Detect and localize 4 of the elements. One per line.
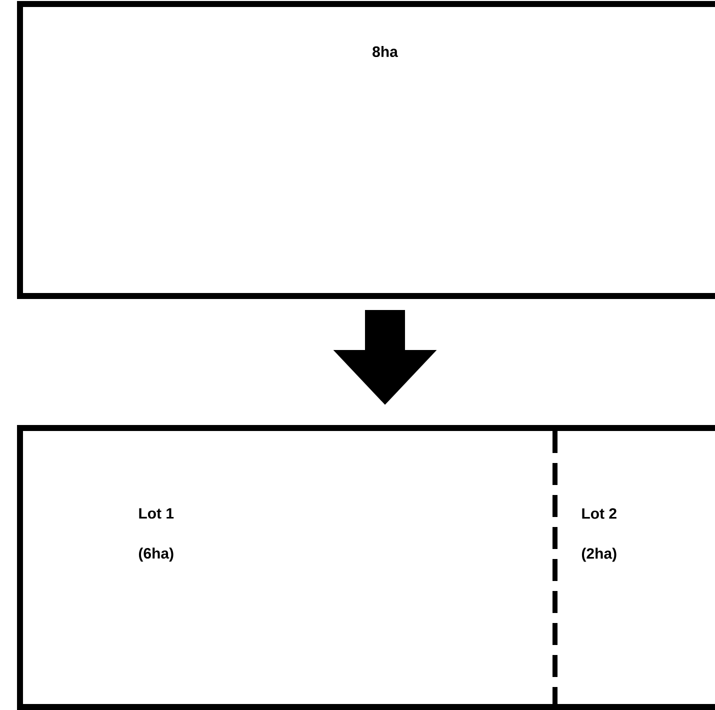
lot-label: Lot 1 (6ha) — [138, 508, 174, 562]
divided-parcel-box — [17, 425, 715, 710]
parcel-box: 8ha — [17, 1, 715, 299]
lot-label: Lot 2 (2ha) — [582, 508, 616, 562]
